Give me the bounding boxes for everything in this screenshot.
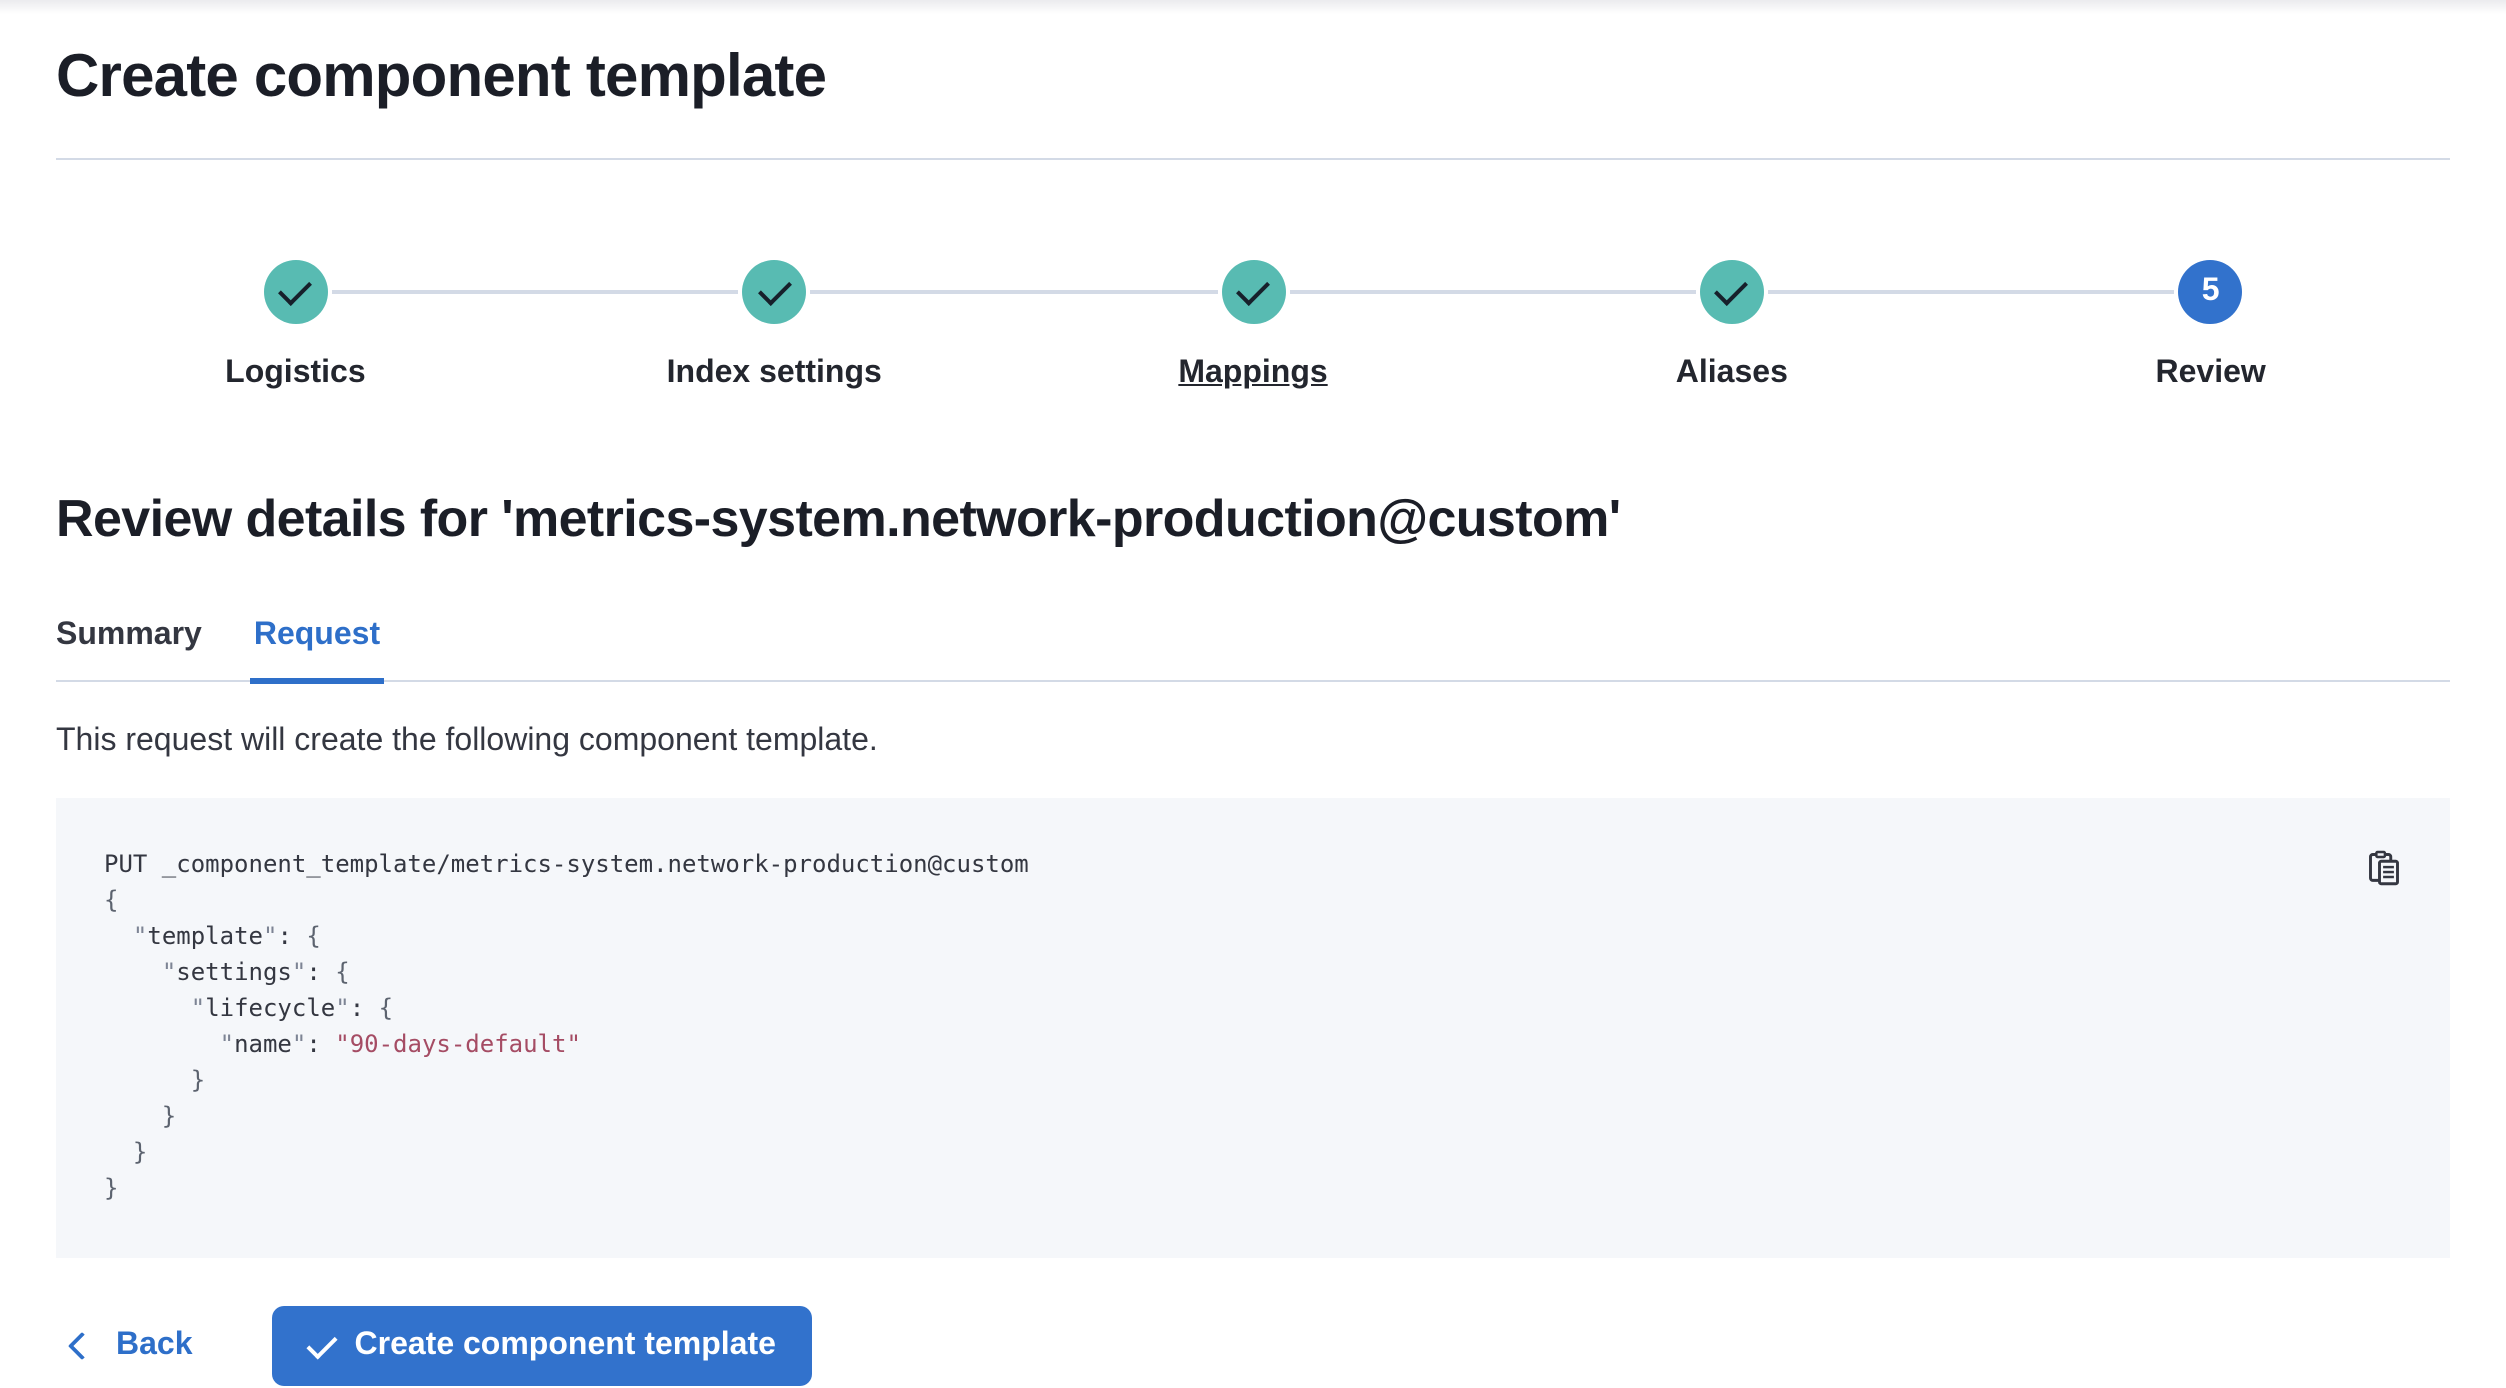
step-connector-line [1767,290,1972,294]
chevron-left-icon [67,1331,97,1361]
code-line: "lifecycle": { [190,994,394,1022]
step-complete-icon [1221,260,1286,324]
code-line: "name": "90-days-default" [219,1030,581,1058]
copy-to-clipboard-button[interactable] [2366,850,2402,886]
step-connector-line [1013,290,1218,294]
step-label: Logistics [225,356,366,390]
code-line: { [104,886,119,914]
step-mappings[interactable]: Mappings [1013,260,1493,398]
step-connector-line [331,290,535,294]
footer-actions: Back Create component template [56,1306,2450,1386]
page-title: Create component template [56,44,827,110]
step-label: Review [2155,356,2266,390]
request-description: This request will create the following c… [56,724,878,758]
code-line: } [104,1102,177,1130]
back-button-label: Back [116,1328,193,1362]
check-icon [757,272,792,306]
back-button[interactable]: Back [56,1328,209,1364]
step-connector-line [1492,290,1696,294]
tab-bar: Summary Request [56,614,2450,684]
step-complete-icon [742,260,807,324]
code-line: } [104,1174,119,1202]
request-code-block: PUT _component_template/metrics-system.n… [56,798,2450,1258]
top-scroll-fade [0,0,2506,14]
check-icon [1714,272,1749,306]
step-label: Aliases [1675,356,1788,390]
step-complete-icon [263,260,328,324]
step-index-settings[interactable]: Index settings [534,260,1014,398]
tab-request[interactable]: Request [249,614,385,684]
title-divider [56,158,2450,160]
step-connector-line [810,290,1014,294]
code-line: } [104,1138,148,1166]
copy-clipboard-icon [2366,850,2402,892]
step-aliases[interactable]: Aliases [1492,260,1972,398]
step-connector-line [1289,290,1493,294]
step-current-number: 5 [2178,260,2243,324]
check-icon [278,272,313,306]
tab-summary[interactable]: Summary [56,618,202,652]
step-complete-icon [1699,260,1764,324]
step-label: Index settings [666,356,882,390]
create-button-label: Create component template [354,1328,776,1362]
step-logistics[interactable]: Logistics [56,260,535,398]
step-connector-line [534,290,739,294]
code-line: "template": { [132,922,321,950]
code-lines: PUT _component_template/metrics-system.n… [104,846,2402,1206]
code-line: "settings": { [161,958,350,986]
code-line: PUT _component_template/metrics-system.n… [104,850,1029,878]
code-line: } [104,1066,206,1094]
step-label: Mappings [1178,356,1328,390]
review-heading: Review details for 'metrics-system.netwo… [56,488,1621,548]
create-component-template-button[interactable]: Create component template [272,1306,812,1386]
check-icon [306,1327,339,1359]
check-icon [1236,272,1271,306]
step-connector-line [1971,290,2175,294]
